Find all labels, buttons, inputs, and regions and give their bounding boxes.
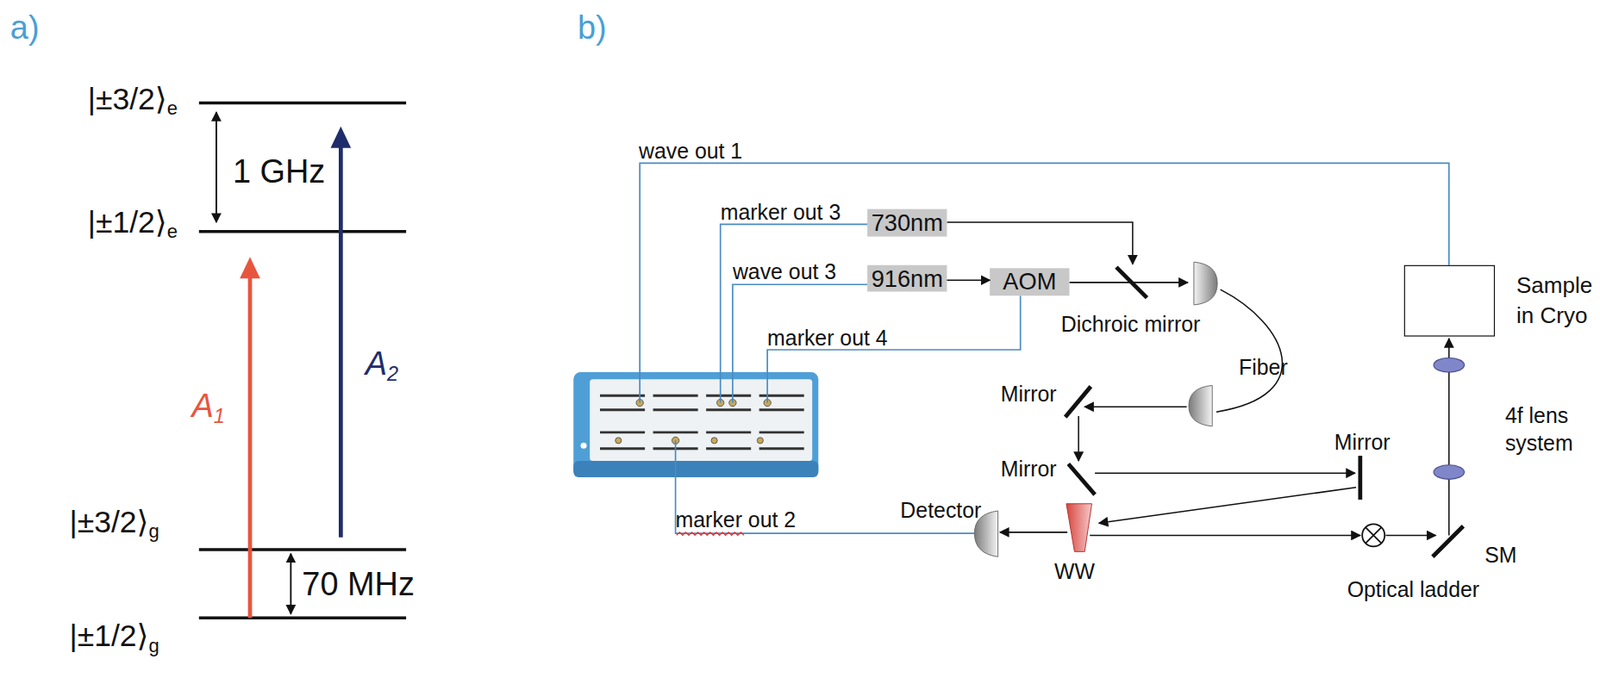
part-name: Dichroic mirror [1061,312,1201,338]
signal-wire [767,295,1021,403]
signal-name: wave out 1 [638,137,743,164]
panel-stripe [600,447,805,450]
signal-name: marker out 3 [720,199,842,225]
device-connector [711,437,718,444]
level-line [199,617,407,621]
mirror-symbol [1065,387,1092,419]
double-arrow [289,554,292,615]
splitting-label: 70 MHz [301,565,414,605]
transition-arrow [338,143,344,538]
level-line [199,230,407,234]
signal-name: marker out 2 [675,507,797,534]
signal-name: wave out 3 [732,258,837,285]
optical-ladder-symbol [1362,524,1385,547]
beam-paths [946,222,1449,536]
part-name: Fiber [1238,354,1288,381]
transition-arrow [248,273,253,619]
state-label: |±3/2⟩g [68,504,159,542]
node-label: AOM [1002,268,1057,296]
part-name: 4f lens system [1505,401,1598,457]
state-label: |±1/2⟩e [87,204,178,242]
lens-symbol [1433,465,1465,481]
device-connector [756,437,763,444]
part-name: Optical ladder [1347,576,1480,603]
panel-letter: a) [10,7,40,47]
panel-stripe [600,431,805,434]
device-body [573,372,819,478]
device-base [573,461,819,478]
laser-box: 916nm [867,265,947,293]
part-name: WW [1054,558,1095,585]
node-label: 916nm [871,264,944,293]
device-panel [589,379,813,462]
transition-label: A1 [192,386,225,425]
arrow-head [239,256,261,279]
sample-box: Sample in Cryo [1404,265,1495,338]
panel-stripe [600,408,805,412]
awg-device [573,372,819,478]
double-arrow [215,112,218,223]
part-name: Mirror [1000,381,1057,407]
dichroic-mirror-symbol [1116,267,1148,299]
wavemeter-symbol [1066,504,1093,553]
transition-a1 [239,256,261,619]
beam-arrow [1084,406,1187,409]
arrow-head [331,126,352,149]
beam-arrow [1094,472,1356,475]
beam-arrow [946,279,990,282]
beam-arrow [1077,416,1080,462]
signal-wire [639,162,1450,403]
signal-wire [720,224,868,403]
laser-box: 730nm [867,209,947,238]
beam-arrow [946,222,1132,265]
ladder-circle [1362,524,1385,547]
energy-levels [199,103,407,619]
mirror-symbol [1068,464,1095,496]
fiber-coupler [1188,385,1213,426]
part-name: SM [1484,542,1517,569]
signal-wires [639,162,1450,534]
level-line [199,548,407,552]
fiber-coupler [1193,262,1218,306]
steering-mirror-symbol [1432,526,1464,558]
device-connector [615,399,772,444]
spell-squiggle [676,532,744,537]
part-name: Detector [900,497,982,524]
state-label: |±1/2⟩g [68,618,159,656]
panel-letter: b) [577,7,607,47]
device-connector [615,437,622,444]
transition-a2 [331,126,352,538]
fiber-cable [1216,289,1282,413]
part-name: Mirror [1000,456,1057,483]
ladder-cross [1365,527,1382,544]
modulator-box: AOM [989,268,1069,296]
level-line [199,101,407,106]
node-heading: Sample in Cryo [1516,270,1600,332]
part-name: Mirror [1334,430,1391,457]
mirror-symbol [1357,456,1363,500]
transition-label: A2 [365,344,399,384]
beam-arrow [1099,487,1357,524]
beam-arrow [1000,531,1068,534]
node-label: 730nm [871,209,944,238]
panel-stripe [600,394,805,398]
ladder-cross [1365,527,1382,544]
power-button [581,443,588,450]
beam-arrow [1089,535,1361,538]
beam-arrow [1385,535,1436,538]
splitting-label: 1 GHz [232,151,325,191]
signal-name: marker out 4 [767,325,888,351]
state-label: |±3/2⟩e [87,81,178,119]
lens-symbol [1433,357,1465,373]
